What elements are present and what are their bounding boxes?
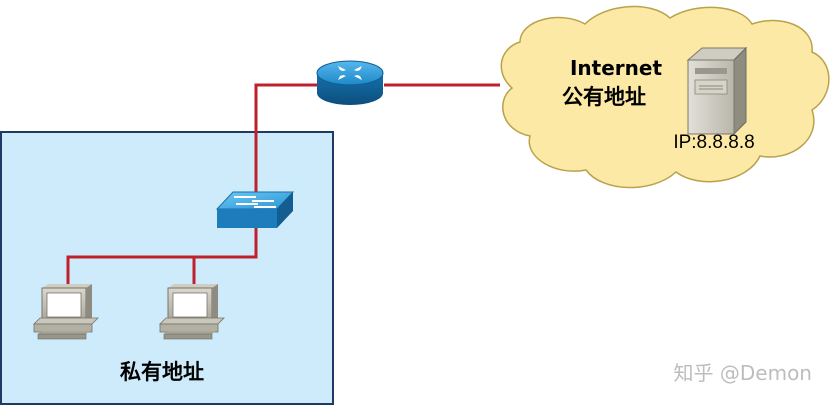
private-address-label: 私有地址 bbox=[120, 360, 204, 384]
pc-icon bbox=[159, 284, 225, 340]
pc-icon bbox=[33, 284, 99, 340]
router-icon bbox=[316, 60, 384, 105]
server-ip: IP:8.8.8.8 bbox=[673, 132, 754, 153]
network-links bbox=[66, 83, 500, 287]
switch-icon bbox=[215, 191, 295, 228]
public-address-label: 公有地址 bbox=[562, 85, 646, 109]
link-switch-router bbox=[254, 83, 318, 202]
lan-area bbox=[0, 131, 334, 405]
internet-cloud bbox=[500, 5, 830, 189]
watermark: 知乎 @Demon bbox=[674, 361, 812, 385]
server-icon bbox=[686, 46, 748, 136]
link-switch-pcs bbox=[66, 226, 258, 287]
internet-title: Internet bbox=[570, 56, 662, 80]
